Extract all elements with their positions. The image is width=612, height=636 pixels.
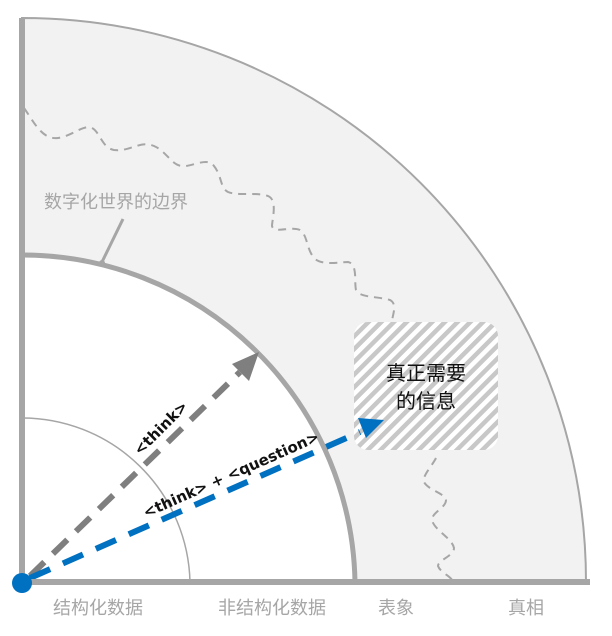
- axis-label-structured: 结构化数据: [53, 598, 143, 619]
- axis-label-unstructured: 非结构化数据: [218, 598, 326, 619]
- vertical-axis: [19, 18, 25, 585]
- axis-label-appearance: 表象: [378, 598, 414, 619]
- horizontal-axis: [19, 579, 590, 585]
- origin-dot: [12, 573, 32, 593]
- think-question-arrowhead-icon: [358, 418, 384, 438]
- digital-boundary-label: 数字化世界的边界: [44, 192, 188, 213]
- axis-label-truth: 真相: [508, 598, 544, 619]
- boundary-leader-line: [100, 218, 125, 263]
- think-arrow-line: [27, 369, 243, 579]
- target-info-line1: 真正需要: [386, 361, 466, 385]
- digital-boundary-arc: [21, 252, 358, 583]
- target-info-line2: 的信息: [396, 389, 456, 413]
- target-info-box: [354, 322, 498, 450]
- boundary-leader-dot: [99, 260, 105, 266]
- appearance-truth-divider: [23, 107, 456, 581]
- think-arrowhead-icon: [232, 352, 259, 381]
- think-question-arrow-line: [28, 429, 362, 581]
- structured-data-arc: [21, 417, 191, 583]
